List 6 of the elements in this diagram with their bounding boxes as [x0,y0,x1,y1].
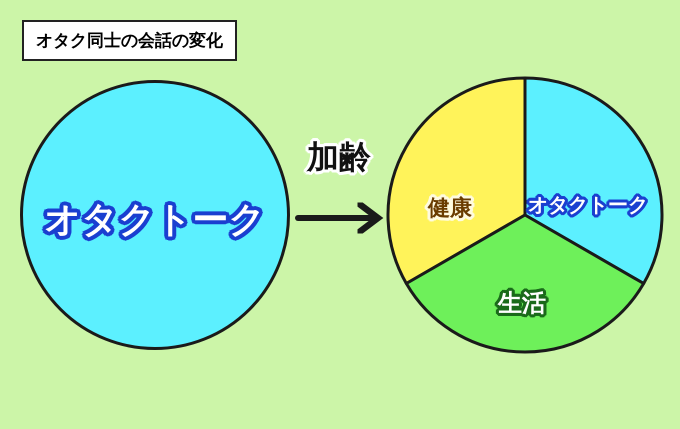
sector-label: オタクトーク [527,192,649,218]
sector-label: 生活 [496,288,547,319]
title-box: オタク同士の会話の変化 [22,20,237,61]
sector-label: 健康 [426,195,473,223]
edge-label: 加齢 [307,137,371,178]
circle-label: オタクトーク [44,198,266,242]
